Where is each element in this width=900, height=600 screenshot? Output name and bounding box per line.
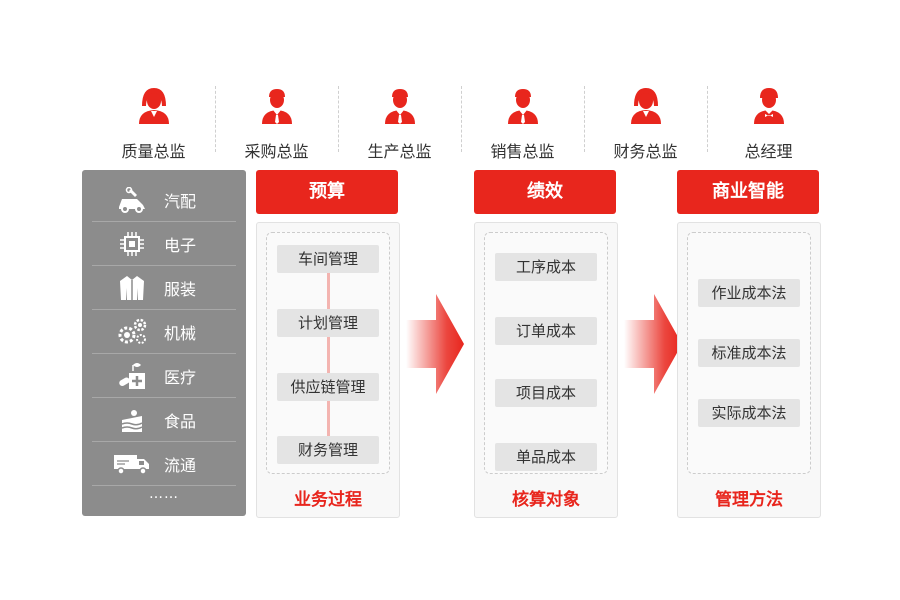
- bi-item: 作业成本法: [698, 279, 800, 307]
- budget-item: 计划管理: [277, 309, 379, 337]
- arrow-right-icon: [406, 294, 464, 394]
- car-repair-icon: [112, 185, 152, 215]
- budget-inner: 车间管理 计划管理 供应链管理 财务管理: [266, 232, 390, 474]
- industry-item-machinery: 机械: [92, 310, 236, 354]
- role-quality-director: 质量总监: [92, 82, 215, 162]
- budget-box: 车间管理 计划管理 供应链管理 财务管理 业务过程: [256, 222, 400, 518]
- role-production-director: 生产总监: [338, 82, 461, 162]
- bi-item: 标准成本法: [698, 339, 800, 367]
- industry-label: 医疗: [164, 367, 197, 387]
- role-label: 采购总监: [244, 142, 309, 161]
- jacket-icon: [112, 273, 152, 303]
- industries-panel: 汽配 电子 服装: [82, 170, 246, 516]
- industry-label: 汽配: [164, 191, 197, 211]
- industry-label: 流通: [164, 455, 197, 475]
- performance-header: 绩效: [474, 170, 616, 214]
- bi-inner: 作业成本法 标准成本法 实际成本法: [687, 232, 811, 474]
- performance-item: 项目成本: [495, 379, 597, 407]
- male-person-icon: [507, 89, 538, 124]
- cake-icon: [112, 405, 152, 435]
- female-person-icon: [630, 88, 661, 124]
- budget-item: 供应链管理: [277, 373, 379, 401]
- role-label: 总经理: [744, 142, 793, 161]
- budget-connector: [327, 269, 330, 459]
- budget-footer: 业务过程: [294, 490, 362, 510]
- budget-header: 预算: [256, 170, 398, 214]
- role-purchasing-director: 采购总监: [215, 82, 338, 162]
- truck-icon: [112, 449, 152, 479]
- performance-item: 单品成本: [495, 443, 597, 471]
- arrow-right-icon: [624, 294, 682, 394]
- budget-item: 车间管理: [277, 245, 379, 273]
- performance-inner: 工序成本 订单成本 项目成本 单品成本: [484, 232, 608, 474]
- performance-box: 工序成本 订单成本 项目成本 单品成本 核算对象: [474, 222, 618, 518]
- performance-footer: 核算对象: [512, 490, 580, 510]
- performance-item: 工序成本: [495, 253, 597, 281]
- bi-footer: 管理方法: [715, 490, 783, 510]
- industry-item-auto-parts: 汽配: [92, 178, 236, 222]
- role-label: 生产总监: [367, 142, 432, 161]
- budget-item: 财务管理: [277, 436, 379, 464]
- industry-label: 食品: [164, 411, 197, 431]
- role-label: 财务总监: [613, 142, 678, 161]
- gears-icon: [112, 317, 152, 347]
- male-person-icon: [384, 89, 415, 124]
- manager-person-icon: [753, 88, 784, 124]
- bi-item: 实际成本法: [698, 399, 800, 427]
- performance-item: 订单成本: [495, 317, 597, 345]
- industry-label: 服装: [164, 279, 197, 299]
- female-person-icon: [138, 88, 169, 124]
- industry-item-electronics: 电子: [92, 222, 236, 266]
- industry-label: 机械: [164, 323, 197, 343]
- chip-icon: [112, 229, 152, 259]
- role-finance-director: 财务总监: [584, 82, 707, 162]
- industry-label: 电子: [164, 235, 197, 255]
- bi-header: 商业智能: [677, 170, 819, 214]
- industry-item-apparel: 服装: [92, 266, 236, 310]
- bi-box: 作业成本法 标准成本法 实际成本法 管理方法: [677, 222, 821, 518]
- role-label: 销售总监: [490, 142, 555, 161]
- roles-row: 质量总监 采购总监 生产总监 销售总监: [92, 82, 832, 162]
- role-general-manager: 总经理: [707, 82, 830, 162]
- industry-item-distribution: 流通: [92, 442, 236, 486]
- medicine-icon: [112, 361, 152, 391]
- industry-item-food: 食品: [92, 398, 236, 442]
- male-person-icon: [261, 89, 292, 124]
- role-label: 质量总监: [121, 142, 186, 161]
- industries-more: ……: [149, 486, 179, 502]
- role-sales-director: 销售总监: [461, 82, 584, 162]
- industry-item-medical: 医疗: [92, 354, 236, 398]
